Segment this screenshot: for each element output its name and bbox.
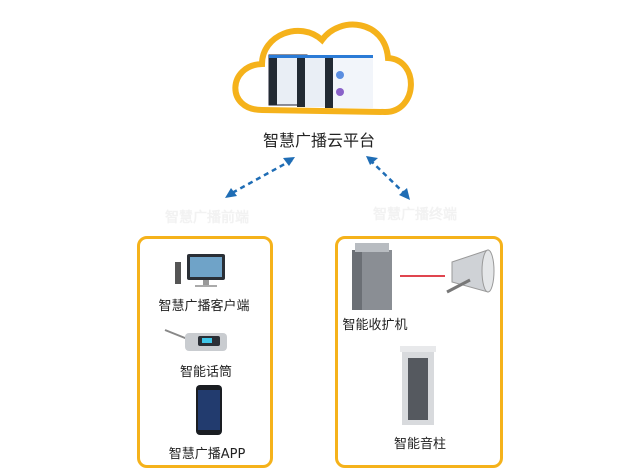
microphone-icon xyxy=(164,329,227,351)
front-item-client: 智慧广播客户端 xyxy=(158,299,250,314)
amplifier-icon xyxy=(352,243,392,310)
terminal-item-column-speaker: 智能音柱 xyxy=(393,437,447,452)
terminal-item-amplifier: 智能收扩机 xyxy=(342,318,408,333)
computer-icon xyxy=(175,254,225,287)
phone-icon xyxy=(196,385,222,435)
screens-image xyxy=(268,54,373,108)
dashed-arrow-left xyxy=(231,158,293,195)
terminal-title: 智慧广播终端 xyxy=(373,207,457,223)
arrow-head xyxy=(366,156,378,165)
front-box xyxy=(137,236,273,468)
terminal-box xyxy=(335,236,503,468)
arrow-head xyxy=(225,188,237,198)
front-item-app: 智慧广播APP xyxy=(168,447,246,462)
column-speaker-icon xyxy=(400,346,436,425)
arrow-head xyxy=(399,188,410,200)
cloud-title: 智慧广播云平台 xyxy=(262,131,376,150)
horn-speaker-icon xyxy=(446,249,495,294)
arrow-head xyxy=(283,157,295,166)
front-title: 智慧广播前端 xyxy=(165,210,249,226)
front-item-microphone: 智能话筒 xyxy=(179,365,233,380)
